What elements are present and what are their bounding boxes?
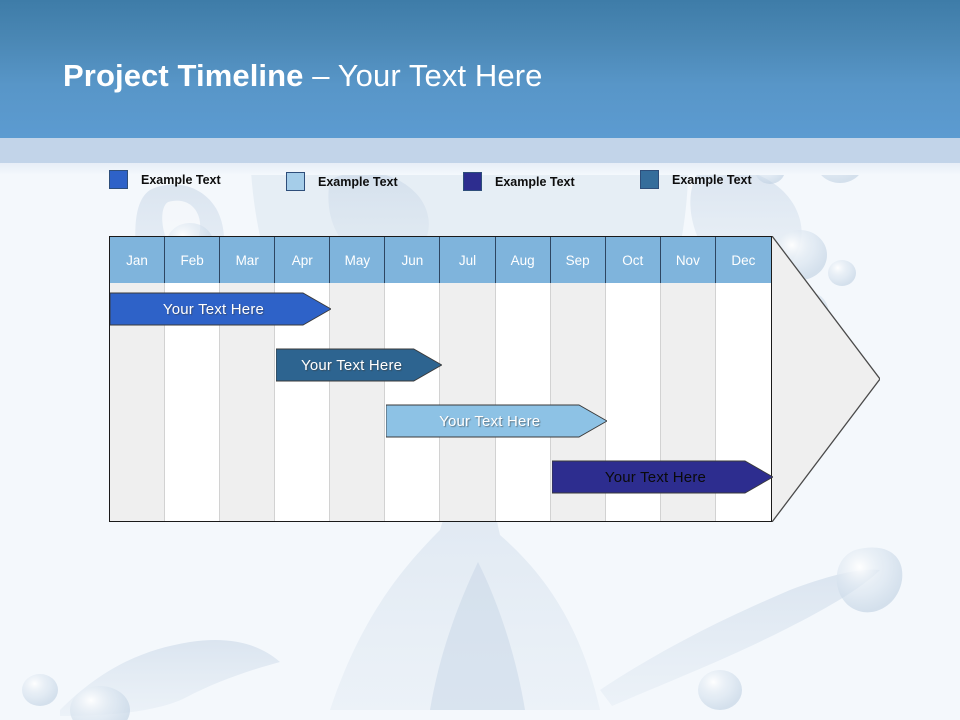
month-header-aug[interactable]: Aug	[495, 237, 551, 283]
timeline-task-bar-3[interactable]: Your Text Here	[386, 403, 608, 439]
timeline-task-bar-2[interactable]: Your Text Here	[275, 347, 442, 383]
page-title: Project Timeline – Your Text Here	[63, 58, 542, 94]
timeline-task-bar-4[interactable]: Your Text Here	[552, 459, 773, 495]
month-header-mar[interactable]: Mar	[220, 237, 276, 283]
task-bar-arrow-icon	[386, 404, 608, 438]
column-separator	[219, 237, 221, 521]
legend-item-4[interactable]: Example Text	[640, 170, 752, 189]
legend-swatch-icon	[640, 170, 659, 189]
month-header-jun[interactable]: Jun	[385, 237, 441, 283]
month-header-sep[interactable]: Sep	[550, 237, 606, 283]
month-header-nov[interactable]: Nov	[660, 237, 716, 283]
column-separator	[714, 237, 716, 521]
month-header-jul[interactable]: Jul	[440, 237, 496, 283]
legend-item-label: Example Text	[672, 172, 752, 187]
legend-item-label: Example Text	[141, 172, 221, 187]
timeline-column-mar	[220, 237, 276, 521]
column-separator	[604, 237, 606, 521]
timeline-column-oct	[606, 237, 661, 521]
header-band	[0, 0, 960, 138]
legend-item-label: Example Text	[495, 174, 575, 189]
column-separator	[659, 237, 661, 521]
task-bar-label: Your Text Here	[301, 356, 403, 374]
header-sub-band	[0, 138, 960, 163]
legend-swatch-icon	[286, 172, 305, 191]
task-bar-label: Your Text Here	[439, 412, 541, 430]
task-bar-arrow-icon	[552, 460, 773, 494]
column-separator	[549, 237, 551, 521]
column-separator	[494, 237, 496, 521]
column-separator	[439, 237, 441, 521]
month-header-oct[interactable]: Oct	[605, 237, 661, 283]
timeline-task-bar-1[interactable]: Your Text Here	[110, 291, 331, 327]
month-header-apr[interactable]: Apr	[275, 237, 331, 283]
month-header-jan[interactable]: Jan	[110, 237, 166, 283]
timeline-column-jun	[385, 237, 441, 521]
legend-swatch-icon	[109, 170, 128, 189]
page-title-regular: – Your Text Here	[303, 58, 543, 93]
task-bar-label: Your Text Here	[604, 468, 707, 486]
task-bar-label: Your Text Here	[162, 300, 265, 318]
legend-swatch-icon	[463, 172, 482, 191]
timeline-column-aug	[496, 237, 551, 521]
legend-item-label: Example Text	[318, 174, 398, 189]
month-header-may[interactable]: May	[330, 237, 386, 283]
page-title-bold: Project Timeline	[63, 58, 304, 93]
column-separator	[164, 237, 166, 521]
timeline-column-feb	[165, 237, 221, 521]
legend-item-2[interactable]: Example Text	[286, 172, 398, 191]
column-separator	[274, 237, 276, 521]
legend-item-3[interactable]: Example Text	[463, 172, 575, 191]
month-header-feb[interactable]: Feb	[165, 237, 221, 283]
month-header-dec[interactable]: Dec	[715, 237, 771, 283]
legend-item-1[interactable]: Example Text	[109, 170, 221, 189]
